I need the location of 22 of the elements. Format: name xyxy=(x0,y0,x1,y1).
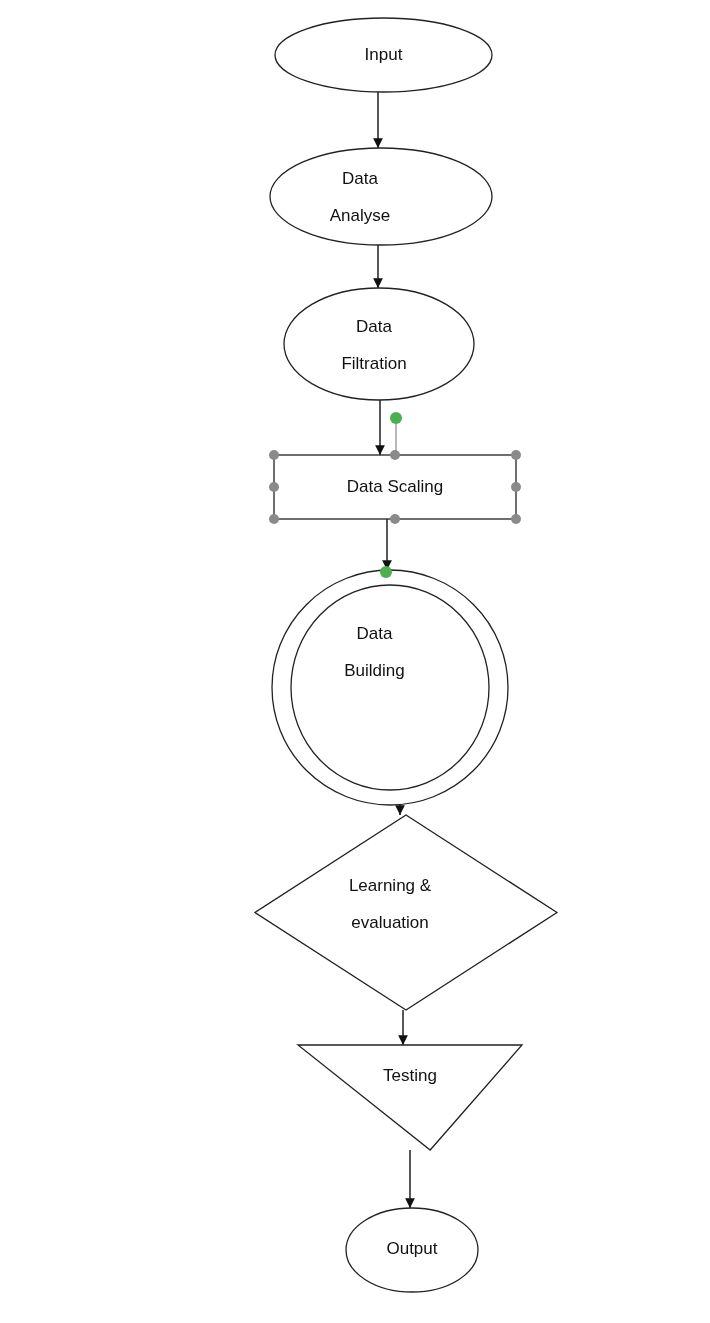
ellipse-node xyxy=(346,1208,478,1292)
arrow xyxy=(373,244,383,289)
ellipse-node xyxy=(284,288,474,400)
ellipse-node xyxy=(270,148,492,245)
node-label: Data Filtration xyxy=(340,316,408,375)
ellipse-node xyxy=(275,18,492,92)
arrow xyxy=(375,399,385,456)
triangle-node xyxy=(298,1045,522,1150)
node-label: Testing xyxy=(382,1065,438,1087)
arrow xyxy=(395,804,405,816)
node-label: Data Building xyxy=(343,623,406,682)
double-circle-node xyxy=(272,570,508,805)
node-label: Data Scaling xyxy=(345,476,445,498)
arrow xyxy=(373,91,383,149)
node-label: Input xyxy=(363,44,404,66)
decision-diamond xyxy=(255,815,557,1010)
process-box xyxy=(274,455,516,519)
node-label: Data Analyse xyxy=(328,168,392,227)
node-label: Output xyxy=(385,1238,439,1260)
arrow xyxy=(405,1149,415,1209)
node-label: Learning & evaluation xyxy=(347,875,433,934)
arrow xyxy=(398,1009,408,1046)
